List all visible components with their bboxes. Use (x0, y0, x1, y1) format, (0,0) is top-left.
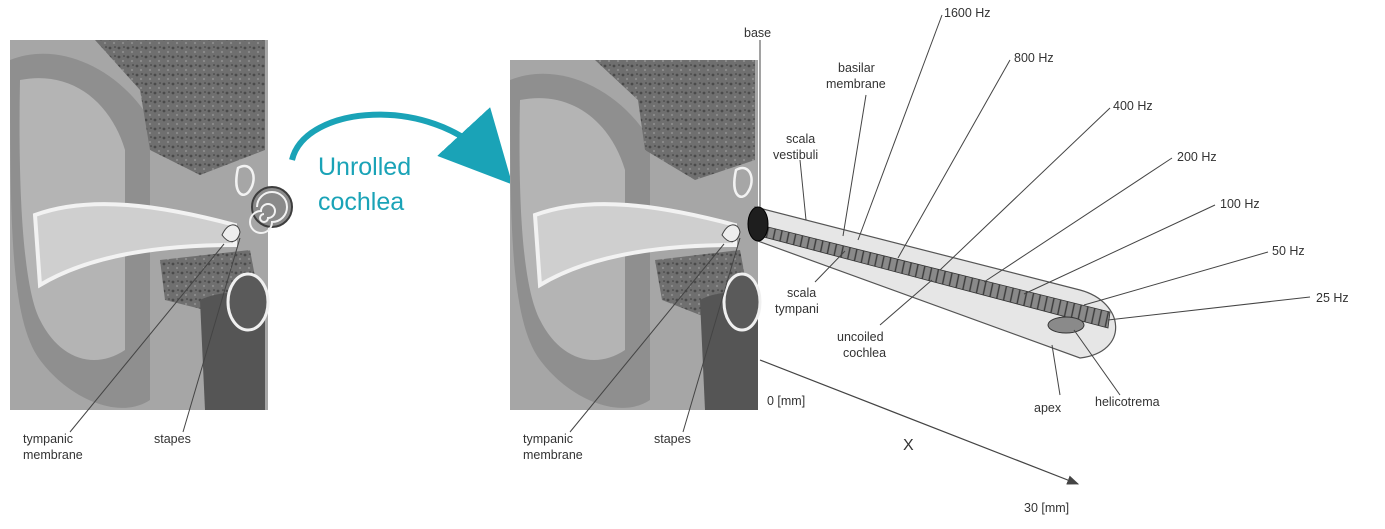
unrolled-label: Unrolled (318, 153, 411, 181)
freq-label-200: 200 Hz (1177, 150, 1217, 164)
scala-tympani-label-line2: tympani (775, 302, 819, 316)
distance-axis: 0 [mm] 30 [mm] X (759, 359, 1080, 515)
basilar-membrane-label-line1: basilar (838, 61, 875, 75)
freq-label-100: 100 Hz (1220, 197, 1260, 211)
left-tympanic-label-line1: tympanic (23, 432, 73, 446)
freq-label-800: 800 Hz (1014, 51, 1054, 65)
freq-label-50: 50 Hz (1272, 244, 1305, 258)
axis-end-label: 30 [mm] (1024, 501, 1069, 515)
scala-vestibuli-label-line1: scala (786, 132, 815, 146)
left-ear-cross-section (10, 40, 270, 410)
uncoiled-cochlea-label-line1: uncoiled (837, 330, 884, 344)
scala-vestibuli-label-line2: vestibuli (773, 148, 818, 162)
left-stapes-label: stapes (154, 432, 191, 446)
base-label: base (744, 26, 771, 40)
base-opening (747, 206, 769, 242)
freq-label-1600: 1600 Hz (944, 6, 991, 20)
basilar-membrane-label-line2: membrane (826, 77, 886, 91)
helicotrema-label: helicotrema (1095, 395, 1160, 409)
curved-arrow-icon (289, 107, 513, 185)
left-leader-lines (69, 237, 241, 433)
uncoiled-cochlea-tube (747, 206, 1117, 359)
axis-start-label: 0 [mm] (767, 394, 805, 408)
apex-label: apex (1034, 401, 1062, 415)
left-ear-illustration: tympanic membrane stapes (10, 40, 293, 462)
cochlea-label: cochlea (318, 188, 404, 216)
distance-axis-arrow (759, 359, 1080, 485)
right-ear-cross-section (510, 60, 762, 410)
right-stapes-label: stapes (654, 432, 691, 446)
coiled-cochlea (249, 186, 293, 234)
uncoiled-cochlea-label-line2: cochlea (843, 346, 886, 360)
transition-group: Unrolled cochlea (289, 107, 513, 216)
right-tympanic-label-line1: tympanic (523, 432, 573, 446)
scala-tympani-label-line1: scala (787, 286, 816, 300)
freq-label-400: 400 Hz (1113, 99, 1153, 113)
axis-variable-label: X (903, 437, 914, 454)
right-leader-lines (569, 14, 1311, 433)
freq-label-25: 25 Hz (1316, 291, 1349, 305)
right-tympanic-label-line2: membrane (523, 448, 583, 462)
left-tympanic-label-line2: membrane (23, 448, 83, 462)
helicotrema-opening (1047, 316, 1085, 334)
right-ear-illustration: tympanic membrane stapes base basilar me… (510, 6, 1349, 515)
